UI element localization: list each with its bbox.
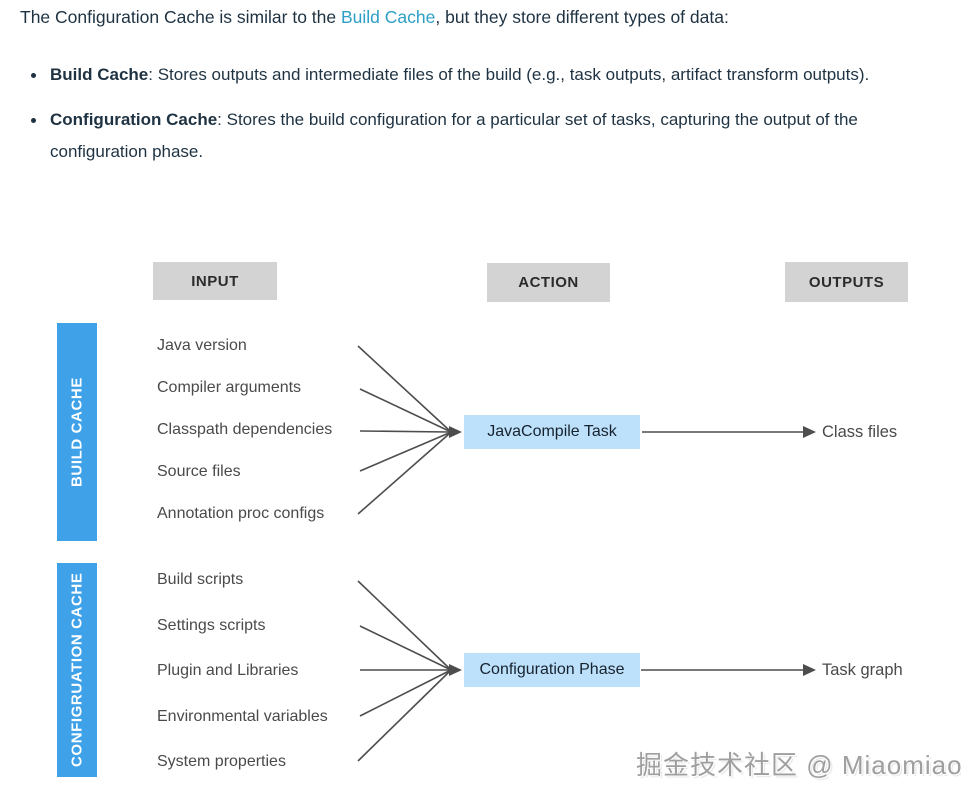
input-label: Environmental variables [157,708,328,725]
list-item: Build Cache: Stores outputs and intermed… [28,59,940,91]
watermark: 掘金技术社区 @ Miaomiao [636,750,961,780]
intro-paragraph: The Configuration Cache is similar to th… [20,4,951,30]
fan-in-arrow-build [357,345,462,515]
input-label: Settings scripts [157,617,266,634]
column-header-action: ACTION [487,263,610,302]
configuration-phase-box: Configuration Phase [464,653,640,687]
bullet-text: : Stores the build configuration for a p… [50,110,858,161]
input-label: Plugin and Libraries [157,662,299,679]
bullet-term: Build Cache [50,65,149,84]
bullet-dot [31,73,36,78]
configuration-cache-bar: CONFIGRUATION CACHE [57,563,97,777]
output-label: Class files [822,423,898,441]
output-arrow-config [641,664,816,676]
output-label: Task graph [822,661,903,679]
bullet-term: Configuration Cache [50,110,218,129]
column-header-input: INPUT [153,262,277,300]
bullet-list: Build Cache: Stores outputs and intermed… [28,59,940,181]
intro-text-prefix: The Configuration Cache is similar to th… [20,7,341,27]
input-label: Build scripts [157,571,244,588]
input-label: Compiler arguments [157,379,302,396]
column-header-outputs: OUTPUTS [785,262,908,302]
bullet-dot [31,118,36,123]
build-cache-link[interactable]: Build Cache [340,7,436,27]
intro-text-suffix: , but they store different types of data… [435,7,729,27]
input-label: Source files [157,463,241,480]
input-label: Classpath dependencies [157,421,333,438]
list-item: Configuration Cache: Stores the build co… [28,104,940,168]
input-label: Annotation proc configs [157,505,325,522]
bullet-text: : Stores outputs and intermediate files … [148,65,870,84]
output-arrow-build [642,426,816,438]
input-label: System properties [157,753,286,770]
input-label: Java version [157,337,247,354]
build-cache-bar: BUILD CACHE [57,323,97,541]
javacompile-task-box: JavaCompile Task [464,415,640,449]
fan-in-arrow-config [357,580,462,762]
